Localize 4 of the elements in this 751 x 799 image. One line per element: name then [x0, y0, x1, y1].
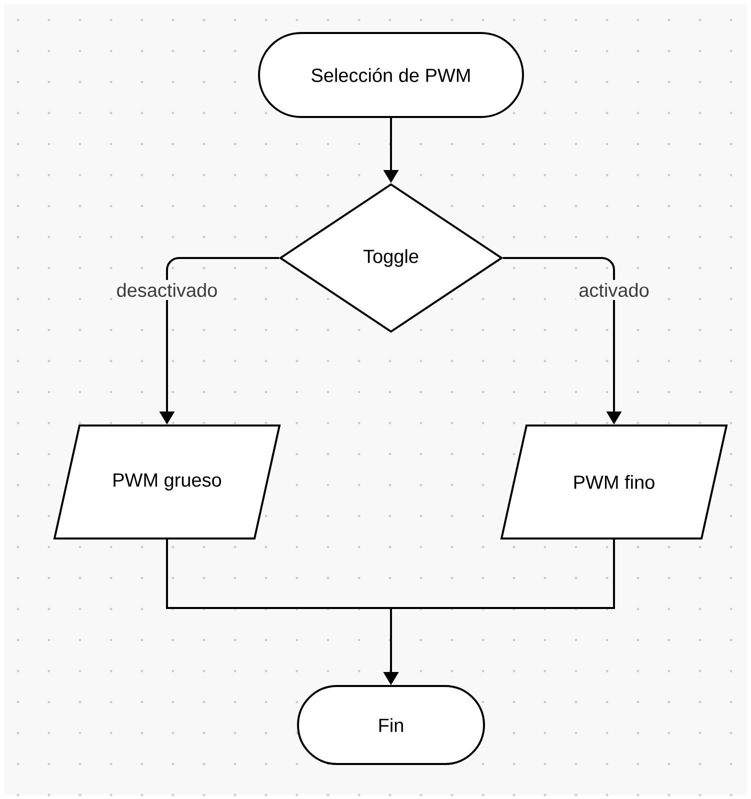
terminal-box: Selección de PWM: [258, 32, 524, 118]
edge-label: activado: [576, 280, 652, 300]
edge-label: desactivado: [113, 280, 221, 300]
terminal-box: Fin: [297, 685, 485, 765]
